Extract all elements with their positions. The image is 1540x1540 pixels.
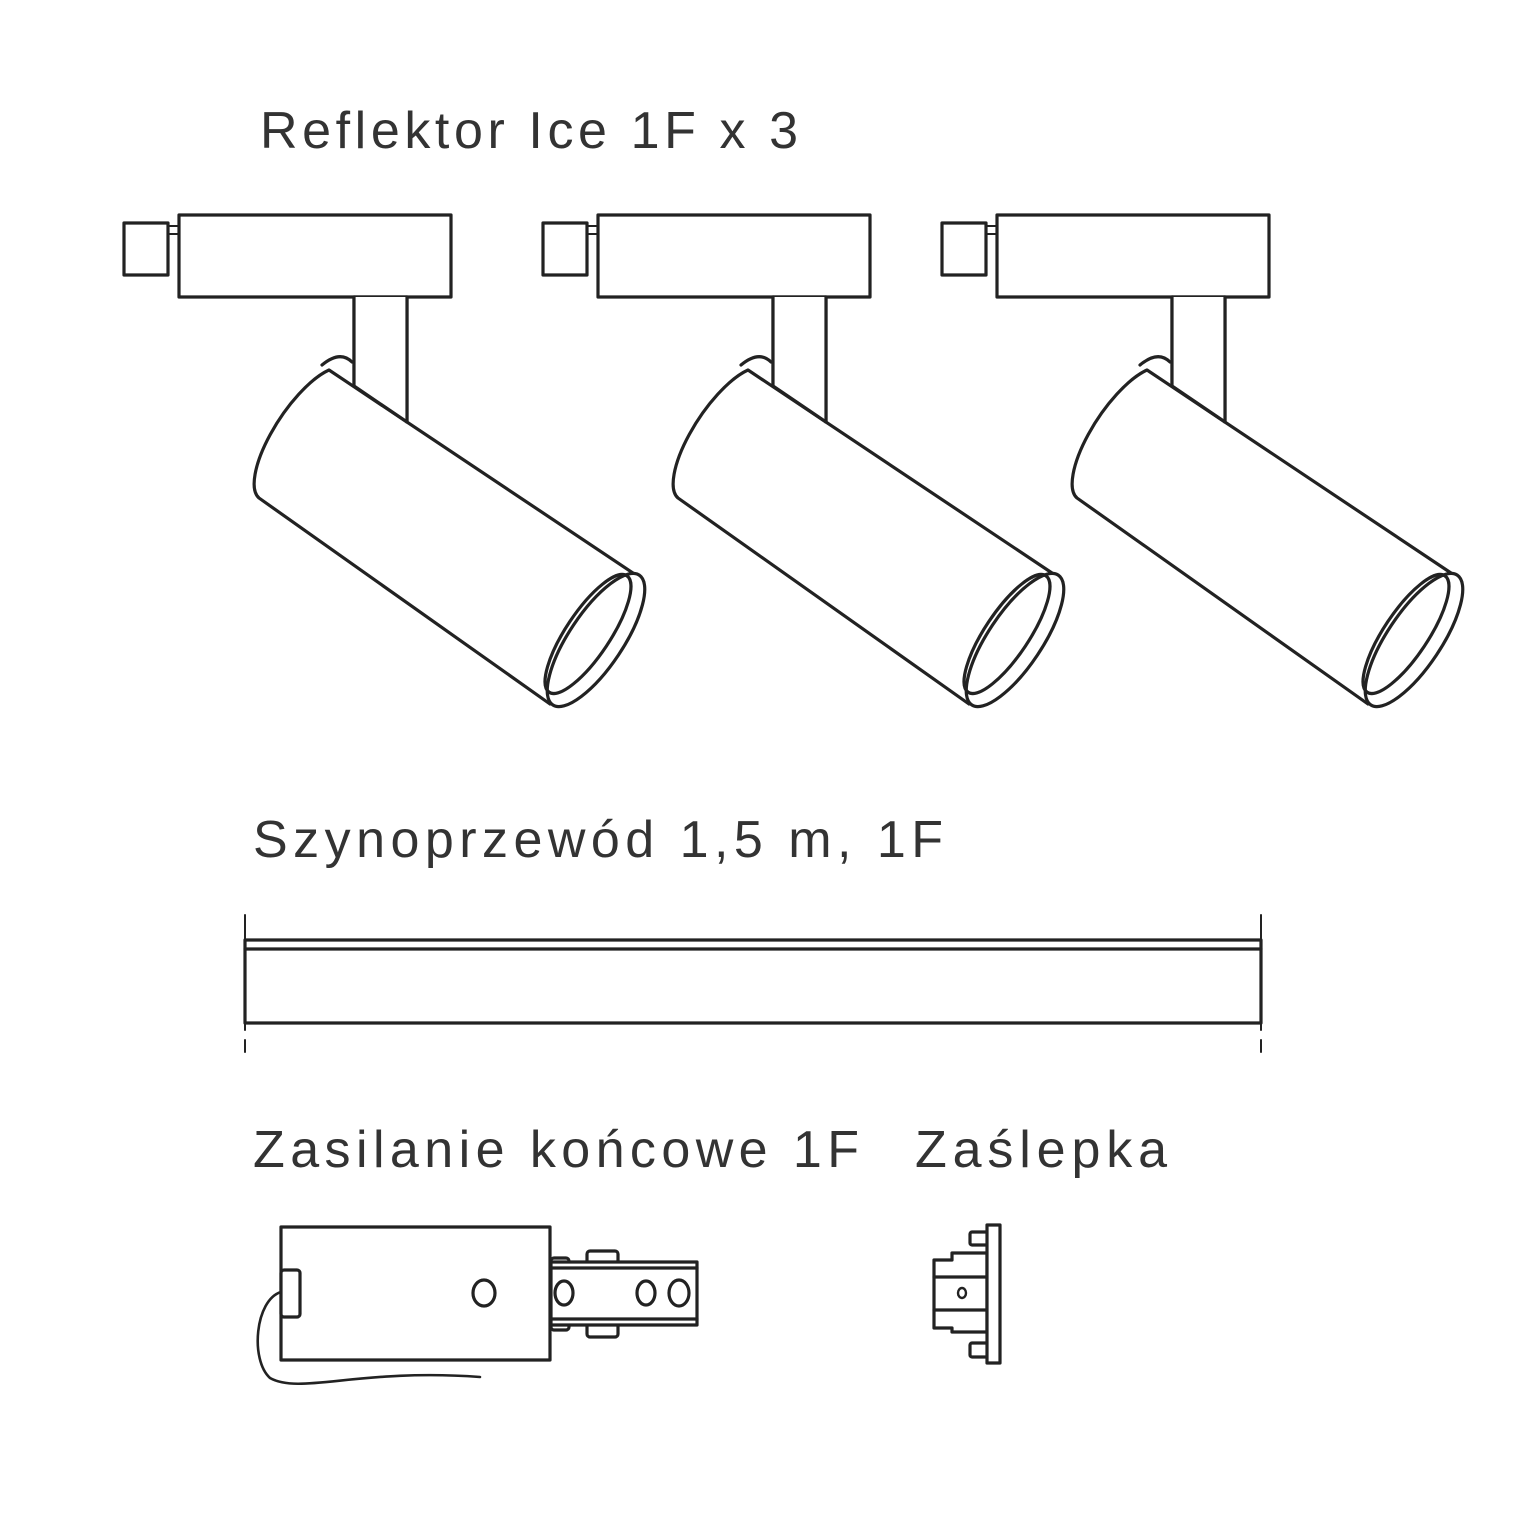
end-cap-label: Zaślepka (915, 1121, 1167, 1179)
track-rail (243, 914, 1263, 1053)
spotlight-1 (122, 213, 664, 722)
end-cap-drawing (932, 1223, 1002, 1365)
end-feed-drawing (256, 1225, 699, 1386)
track-label: Szynoprzewód 1,5 m, 1F (253, 811, 943, 869)
spotlights-label: Reflektor Ice 1F x 3 (260, 102, 798, 160)
end-feed-label: Zasilanie końcowe 1F (253, 1121, 859, 1179)
